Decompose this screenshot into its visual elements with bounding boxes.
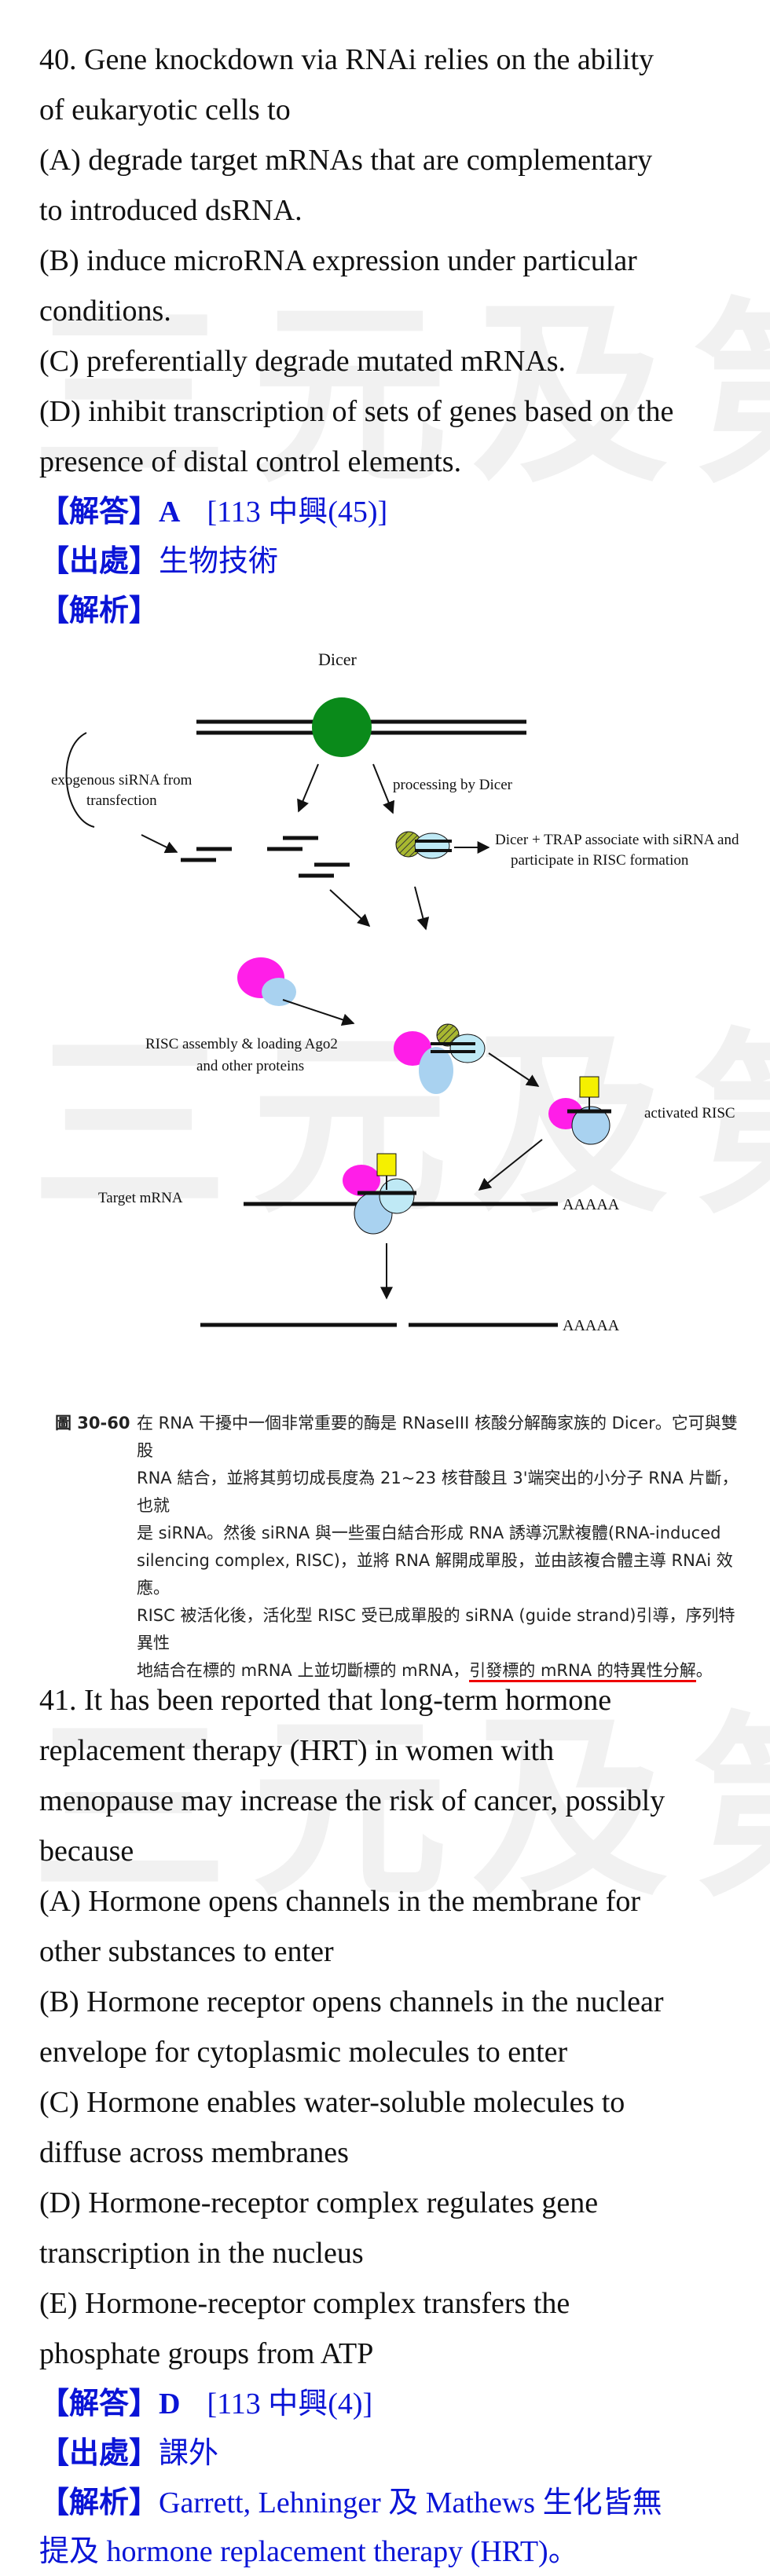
rnai-diagram: Dicer exogenous siRNA from transfection … [51,649,739,1334]
explain-label: 【解析】 [39,593,160,628]
risc-complex [394,1023,486,1094]
answer-row: 【解答】D [113 中興(4)] [39,2379,746,2428]
source-label: 【出處】 [39,2435,160,2470]
source-value: 課外 [159,2435,219,2470]
answer-value: D [159,2388,181,2420]
sirna-fragment [181,847,232,862]
explain-text: 提及 hormone replacement therapy (HRT)。 [39,2535,578,2568]
ago2-protein [237,957,296,1006]
option-line: presence of distal control elements. [39,445,462,478]
figure-caption: 圖 30-60 在 RNA 干擾中一個非常重要的酶是 RNaseIII 核酸分解… [55,1410,746,1685]
trap-label: Dicer + TRAP associate with siRNA and [495,832,739,848]
caption-text: 。 [695,1661,713,1680]
source-row: 【出處】課外 [39,2428,746,2478]
dicer-trap-complex [395,831,452,859]
option-line: (B) induce microRNA expression under par… [39,244,637,277]
answer-value: A [159,496,181,529]
question-line: 40. Gene knockdown via RNAi relies on th… [39,43,654,76]
question-line: of eukaryotic cells to [39,93,291,126]
arrow-icon [141,834,178,854]
answer-label: 【解答】 [39,494,160,529]
option-line: to introduced dsRNA. [39,194,302,227]
caption-highlight: 引發標的 mRNA 的特異性分解 [469,1661,696,1682]
figure-number: 圖 30-60 [55,1414,130,1433]
watermark: 三元及第 [31,1695,770,1923]
source-value: 生物技術 [159,543,279,578]
arrow-icon [478,1139,543,1191]
explain-block: 【解析】Garrett, Lehninger 及 Mathews 生化皆無 提及… [39,2478,746,2576]
option-line: (D) Hormone-receptor complex regulates g… [39,2186,599,2219]
explain-label: 【解析】 [39,2485,160,2519]
option-line: conditions. [39,295,171,327]
answer-reference: [113 中興(45)] [207,496,388,529]
arrow-icon [414,886,430,931]
polya-tail: AAAAA [563,1196,620,1213]
option-line: (E) Hormone-receptor complex transfers t… [39,2287,570,2320]
option-line: (A) degrade target mRNAs that are comple… [39,144,653,177]
question-41: 41. It has been reported that long-term … [39,1675,746,2379]
source-label: 【出處】 [39,543,160,578]
explain-text: Garrett, Lehninger 及 Mathews 生化皆無 [159,2486,662,2519]
option-line: diffuse across membranes [39,2136,349,2169]
question-line: menopause may increase the risk of cance… [39,1784,666,1817]
option-line: (C) Hormone enables water-soluble molecu… [39,2086,625,2119]
rnai-figure: Dicer exogenous siRNA from transfection … [39,646,746,1682]
arrow-icon [372,763,395,814]
processing-label: processing by Dicer [393,777,513,793]
risc-assembly-label: and other proteins [196,1058,304,1074]
option-line: (B) Hormone receptor opens channels in t… [39,1985,664,2018]
question-40: 40. Gene knockdown via RNAi relies on th… [39,35,746,487]
caption-text: 地結合在標的 mRNA 上並切斷標的 mRNA， [137,1661,470,1680]
activated-risc [548,1076,611,1145]
question-line: because [39,1835,134,1868]
arrow-icon [282,999,355,1026]
caption-line: 在 RNA 干擾中一個非常重要的酶是 RNaseIII 核酸分解酶家族的 Dic… [137,1414,738,1460]
sirna-fragment [299,862,350,878]
option-line: (D) inhibit transcription of sets of gen… [39,395,674,428]
answer-reference: [113 中興(4)] [207,2388,373,2420]
arrow-icon [488,1052,540,1087]
option-line: (C) preferentially degrade mutated mRNAs… [39,345,566,378]
caption-line: 是 siRNA。然後 siRNA 與一些蛋白結合形成 RNA 誘導沉默複體(RN… [137,1524,721,1542]
exogenous-label: transfection [86,792,157,809]
dicer-label: Dicer [318,649,358,669]
option-line: envelope for cytoplasmic molecules to en… [39,2036,568,2069]
risc-bound [343,1153,416,1235]
option-line: other substances to enter [39,1935,334,1968]
arrow-icon [329,889,371,928]
target-mrna-label: Target mRNA [98,1190,183,1206]
source-row: 【出處】生物技術 [39,536,746,586]
question-line: replacement therapy (HRT) in women with [39,1734,555,1767]
caption-line: silencing complex, RISC)，並將 RNA 解開成單股，並由… [137,1551,733,1597]
watermark: 三元及第 [31,281,770,510]
arrow-icon [297,763,319,813]
answer-row: 【解答】A [113 中興(45)] [39,487,746,536]
option-line: (A) Hormone opens channels in the membra… [39,1885,641,1918]
trap-label: participate in RISC formation [511,852,689,869]
activated-risc-label: activated RISC [644,1105,735,1122]
caption-line: RNA 結合，並將其剪切成長度為 21~23 核苷酸且 3'端突出的小分子 RN… [137,1469,739,1515]
question-line: 41. It has been reported that long-term … [39,1684,612,1717]
caption-line: RISC 被活化後，活化型 RISC 受已成單股的 siRNA (guide s… [137,1606,735,1652]
explain-row: 【解析】 [39,586,746,635]
caption-line: 地結合在標的 mRNA 上並切斷標的 mRNA，引發標的 mRNA 的特異性分解… [137,1657,746,1685]
polya-tail: AAAAA [563,1317,620,1334]
answer-label: 【解答】 [39,2386,160,2420]
exogenous-label: exogenous siRNA from [51,772,192,789]
option-line: transcription in the nucleus [39,2237,364,2270]
curved-arrow [65,732,95,828]
document-body: 40. Gene knockdown via RNAi relies on th… [39,35,746,2576]
risc-assembly-label: RISC assembly & loading Ago2 [145,1036,338,1052]
option-line: phosphate groups from ATP [39,2337,374,2370]
dicer-enzyme [312,697,372,757]
sirna-fragment [267,836,318,851]
